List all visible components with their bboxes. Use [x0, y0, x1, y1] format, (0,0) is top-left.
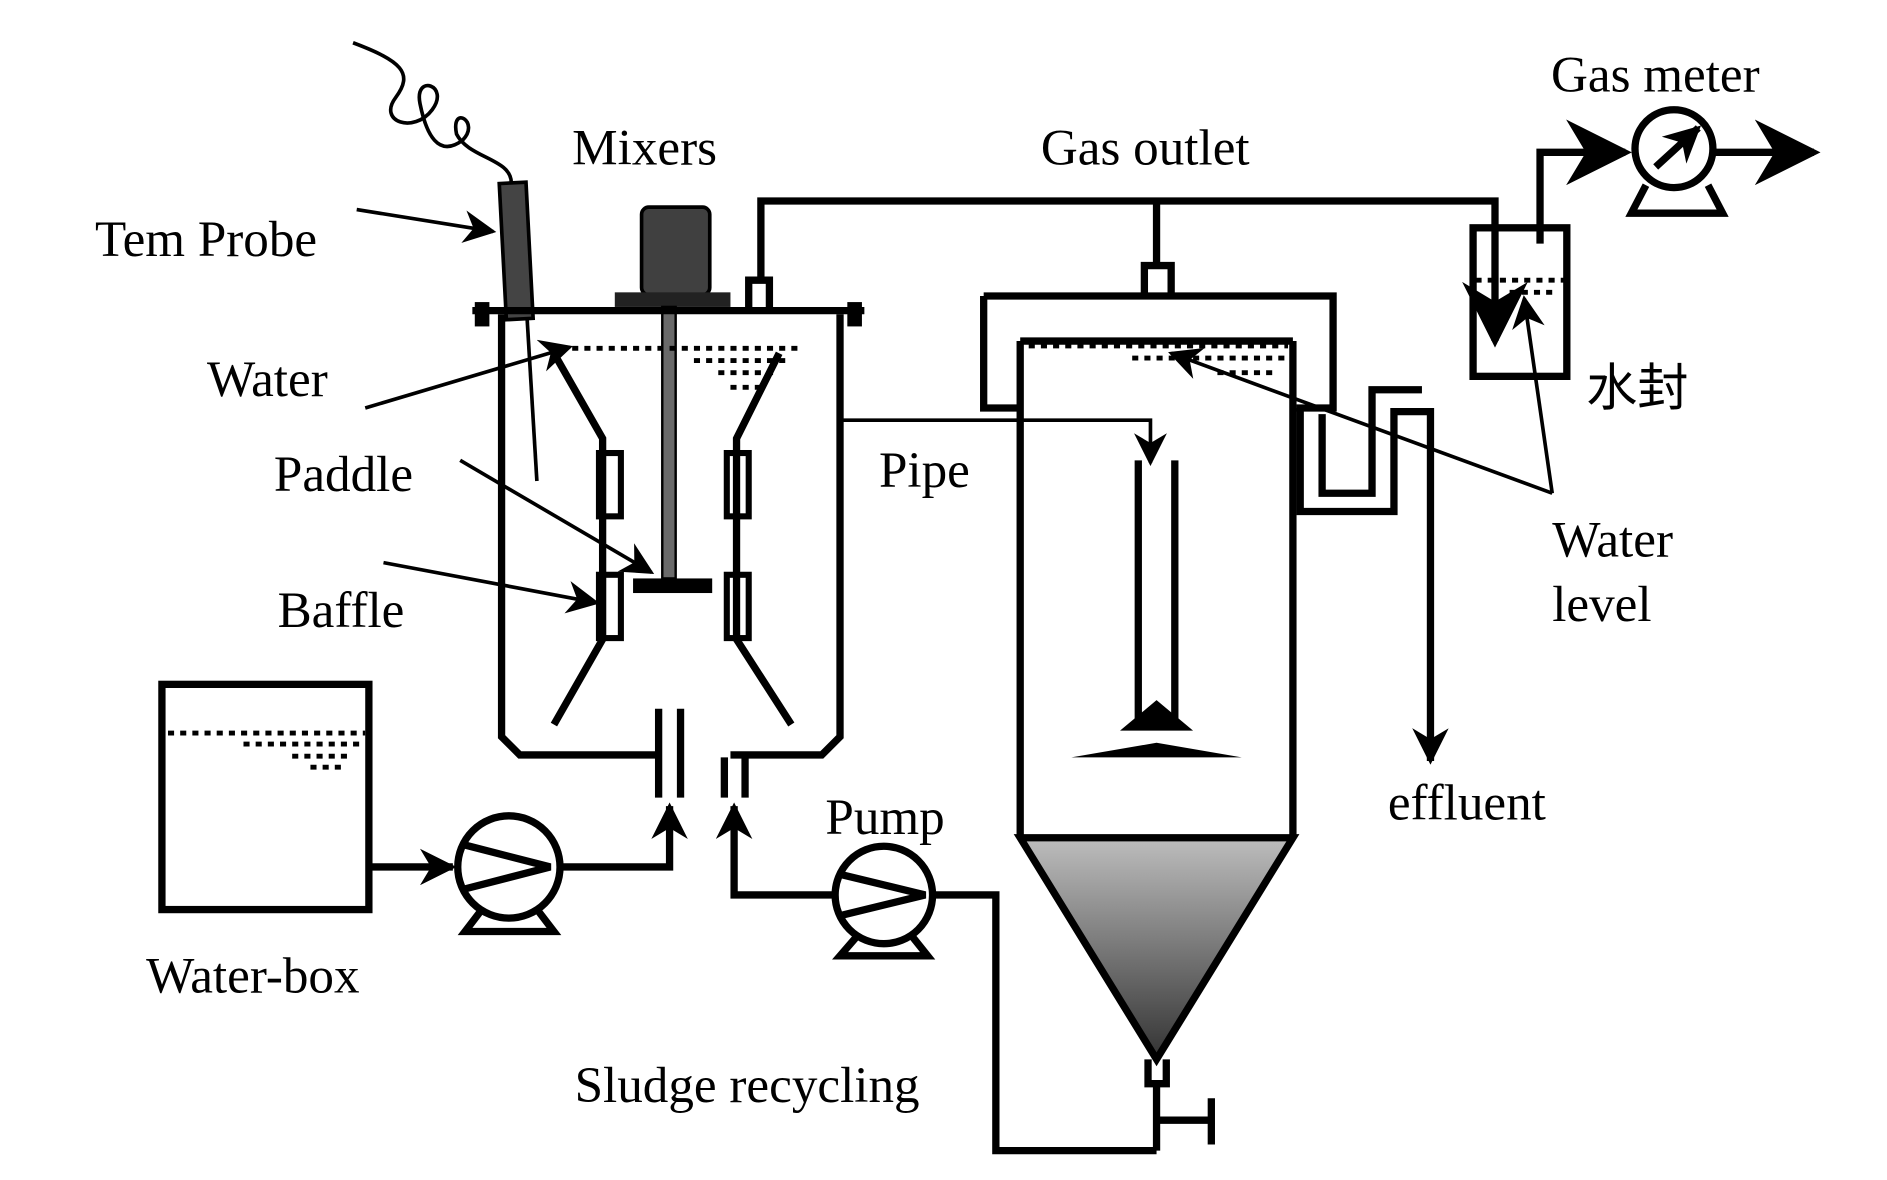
label-tem-probe: Tem Probe — [95, 211, 317, 268]
label-sludge-recycling: Sludge recycling — [575, 1057, 920, 1114]
water-seal — [1462, 119, 1632, 380]
label-paddle: Paddle — [274, 446, 413, 503]
temperature-probe — [352, 41, 539, 482]
pipe — [842, 418, 1167, 467]
label-water-level-1: Water — [1552, 512, 1673, 569]
mixer-motor — [614, 205, 731, 594]
label-water-level-2: level — [1552, 576, 1651, 633]
label-water-box: Water-box — [146, 947, 359, 1004]
recycle-pump — [715, 802, 1157, 1155]
label-effluent: effluent — [1388, 774, 1546, 831]
gas-line — [757, 197, 1499, 283]
label-water: Water — [207, 351, 328, 408]
leader-arrows — [356, 207, 1555, 614]
water-box — [158, 680, 373, 914]
paddle — [633, 578, 713, 594]
label-gas-outlet: Gas outlet — [1041, 120, 1250, 177]
label-water-seal: 水封 — [1586, 361, 1688, 418]
label-gas-meter: Gas meter — [1551, 46, 1760, 103]
gas-meter — [1625, 106, 1821, 217]
label-pump: Pump — [825, 789, 944, 846]
feed-pump — [368, 802, 688, 936]
label-baffle: Baffle — [278, 582, 405, 639]
label-mixers: Mixers — [572, 120, 717, 177]
label-pipe: Pipe — [879, 442, 970, 499]
effluent-trap — [1296, 386, 1449, 765]
settler — [980, 261, 1337, 1151]
